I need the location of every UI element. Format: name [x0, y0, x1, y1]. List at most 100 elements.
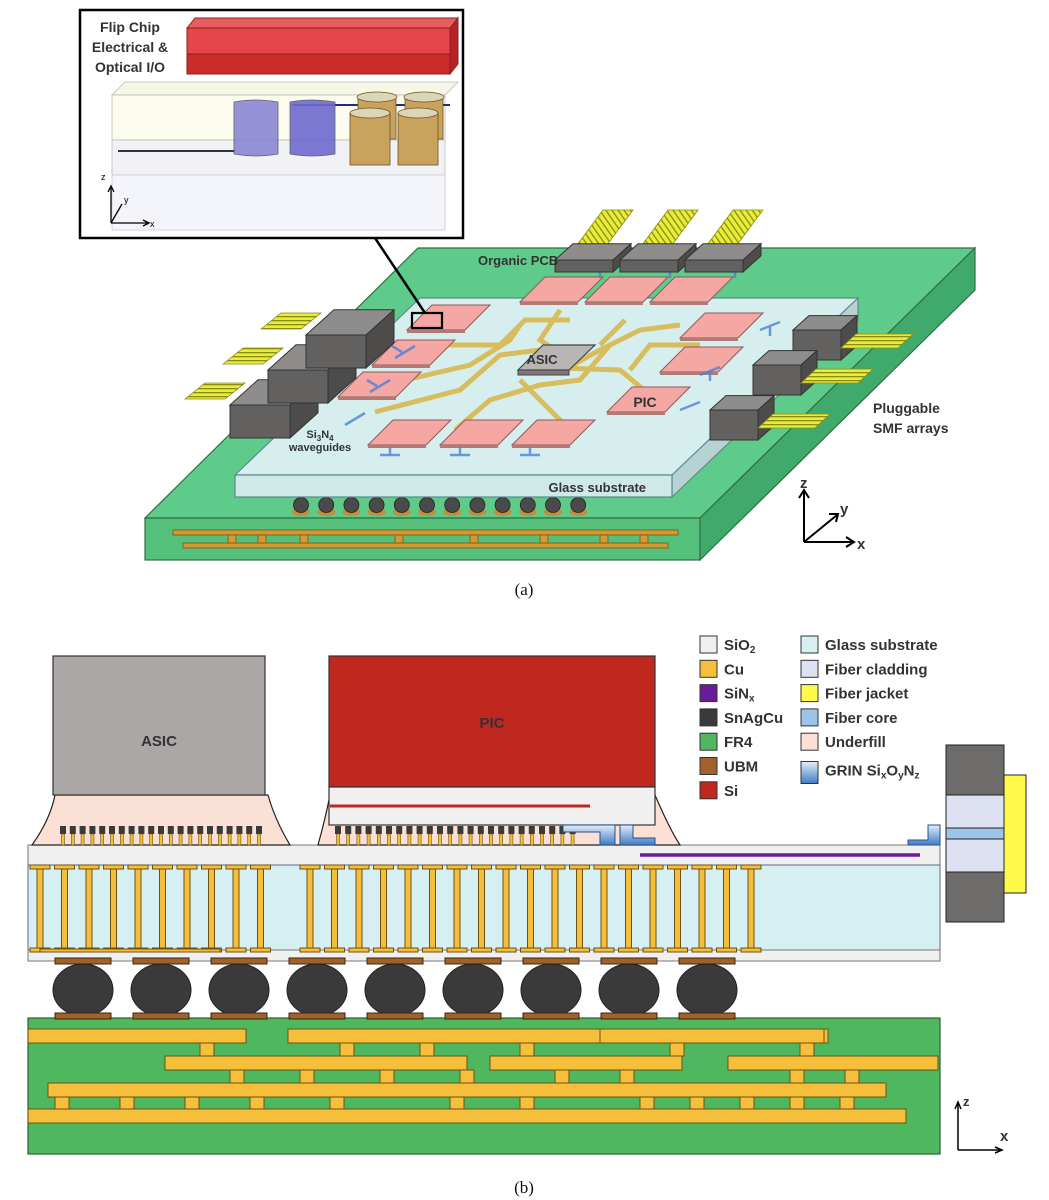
micro-bump-stem: [129, 833, 134, 846]
micro-bump: [177, 826, 184, 834]
fiber-connectors-top: [553, 209, 764, 274]
tgv-cap-top: [544, 864, 566, 870]
micro-bump-stem: [169, 833, 173, 846]
solder-ball: [343, 497, 360, 513]
micro-bump-stem: [208, 833, 212, 846]
solder-ball: [293, 497, 309, 513]
inset-axis-y: y: [124, 195, 129, 205]
tgv-via: [429, 865, 436, 951]
axis-x-label-b: x: [1000, 1128, 1009, 1145]
connector-side: [742, 242, 762, 274]
micro-bump-stem: [257, 833, 261, 846]
tgv-cap-bottom: [495, 947, 517, 953]
micro-bump-stem: [247, 833, 251, 846]
pic-tile-edge: [512, 445, 570, 448]
tgv-cap-top: [667, 864, 688, 870]
micro-bump: [539, 826, 545, 834]
smf-array: [706, 209, 764, 246]
solder-ball: [208, 963, 270, 1017]
legend-swatch: [699, 684, 718, 703]
ubm-bottom: [210, 1012, 268, 1020]
tgv-via: [355, 865, 363, 951]
micro-bump-stem: [188, 833, 193, 846]
tgv-cap-top: [642, 864, 664, 870]
legend-swatch: [699, 708, 718, 727]
ubm-top: [54, 957, 112, 965]
ubm-top: [444, 957, 502, 965]
micro-bump-stem: [499, 833, 504, 846]
tgv-cap-bottom: [225, 947, 247, 953]
tgv-cap-top: [397, 864, 419, 870]
pic-tile-edge: [338, 397, 396, 400]
micro-bump: [69, 826, 76, 834]
tgv-cap-bottom: [618, 947, 639, 953]
solder-ball: [442, 963, 504, 1017]
connector-front: [619, 259, 679, 273]
tgv-cap-top: [422, 864, 443, 870]
ubm-top: [132, 957, 190, 965]
tgv-cap-top: [54, 864, 75, 870]
legend-swatch: [800, 708, 819, 727]
tgv-cap-bottom: [520, 947, 541, 953]
pic-tile-edge: [660, 372, 718, 375]
tgv-cap-top: [299, 864, 321, 870]
tgv-via: [527, 865, 534, 951]
micro-bump: [226, 826, 233, 834]
micro-bump: [518, 826, 525, 834]
connector-front: [229, 404, 291, 439]
micro-bump: [79, 826, 86, 834]
tgv-via: [61, 865, 68, 951]
micro-bump: [187, 826, 194, 834]
tgv-via: [649, 865, 657, 951]
asic-label-b: ASIC: [141, 733, 177, 750]
tgv-via: [625, 865, 632, 951]
micro-bump: [138, 826, 145, 834]
tgv-via: [331, 865, 338, 951]
tgv-via: [502, 865, 510, 951]
tgv-via: [134, 865, 142, 951]
tgv-cap-bottom: [250, 947, 271, 953]
tgv-via: [380, 865, 387, 951]
tgv-cap-top: [127, 864, 149, 870]
underfill-asic: [30, 794, 292, 846]
micro-bump-stem: [550, 833, 555, 846]
tgv-cap-bottom: [446, 947, 468, 953]
legend-swatch: [800, 761, 819, 784]
fiber-connectors-left: [183, 308, 396, 440]
micro-bump-stem: [376, 833, 381, 846]
micro-bump-stem: [438, 833, 442, 846]
micro-bump: [197, 826, 204, 834]
inset-flip-chip: Flip Chip Electrical & Optical I/O z y x: [78, 8, 465, 240]
tgv-cap-top: [225, 864, 247, 870]
tgv-cap-top: [29, 864, 51, 870]
micro-bumps: [60, 826, 576, 846]
smf-array: [183, 382, 247, 400]
legend-label: UBM: [724, 759, 758, 776]
micro-bump-stem: [489, 833, 493, 846]
micro-bump: [216, 826, 223, 834]
legend-label: SiNx: [724, 686, 755, 705]
inset-title-line2: Electrical &: [92, 39, 168, 55]
micro-bump: [99, 826, 106, 834]
solder-ball: [318, 497, 335, 513]
micro-bump: [559, 826, 566, 834]
pic-tile-edge: [585, 302, 643, 305]
micro-bump-stem: [218, 833, 222, 846]
micro-bump: [447, 826, 454, 834]
ubm-bottom: [678, 1012, 736, 1020]
micro-bump: [167, 826, 174, 834]
tgv-cap-top: [593, 864, 615, 870]
inset-title-line3: Optical I/O: [95, 59, 165, 75]
tgv-via: [306, 865, 314, 951]
legend-swatch: [699, 732, 718, 751]
tgv-via: [404, 865, 412, 951]
tgv-cap-top: [78, 864, 100, 870]
tgv-cap-bottom: [593, 947, 615, 953]
micro-bump-stem: [159, 833, 163, 846]
legend-swatch: [699, 757, 718, 775]
asic-chip-3d: ASIC: [516, 344, 597, 376]
tgv-cap-bottom: [324, 947, 345, 953]
micro-bump: [207, 826, 213, 834]
solder-ball: [469, 497, 486, 513]
tgv-cap-top: [495, 864, 517, 870]
